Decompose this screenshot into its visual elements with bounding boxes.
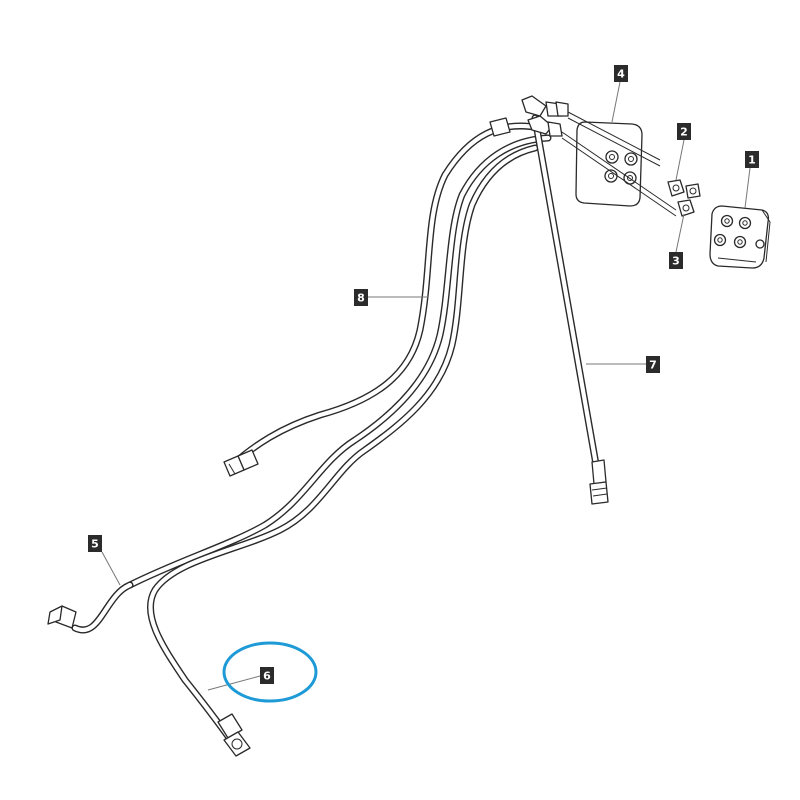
highlight-circle [222,641,318,703]
svg-text:6: 6 [263,670,271,683]
callout-6[interactable]: 6 [260,667,274,684]
hose-5[interactable] [47,581,134,634]
leader-lines [101,81,751,691]
adapter-3[interactable] [677,199,695,217]
svg-text:1: 1 [748,154,756,167]
hose-6-end-fitting[interactable] [217,713,251,757]
callout-8[interactable]: 8 [354,289,368,306]
callout-1[interactable]: 1 [745,151,759,168]
adapter-2[interactable] [667,179,701,199]
hose-end-fitting-left [223,449,259,477]
svg-text:4: 4 [617,68,625,81]
callout-3[interactable]: 3 [669,252,683,269]
callout-2[interactable]: 2 [677,123,691,140]
steering-unit[interactable] [709,205,771,269]
svg-text:2: 2 [680,126,688,139]
straight-hose[interactable] [531,114,609,505]
svg-text:3: 3 [672,255,680,268]
svg-text:8: 8 [357,292,365,305]
callout-4[interactable]: 4 [614,65,628,82]
callout-7[interactable]: 7 [646,356,660,373]
svg-text:7: 7 [649,359,657,372]
callout-5[interactable]: 5 [88,535,102,552]
hose-bundle[interactable] [126,117,552,746]
elbow-fittings [521,95,677,217]
svg-text:5: 5 [91,538,99,551]
